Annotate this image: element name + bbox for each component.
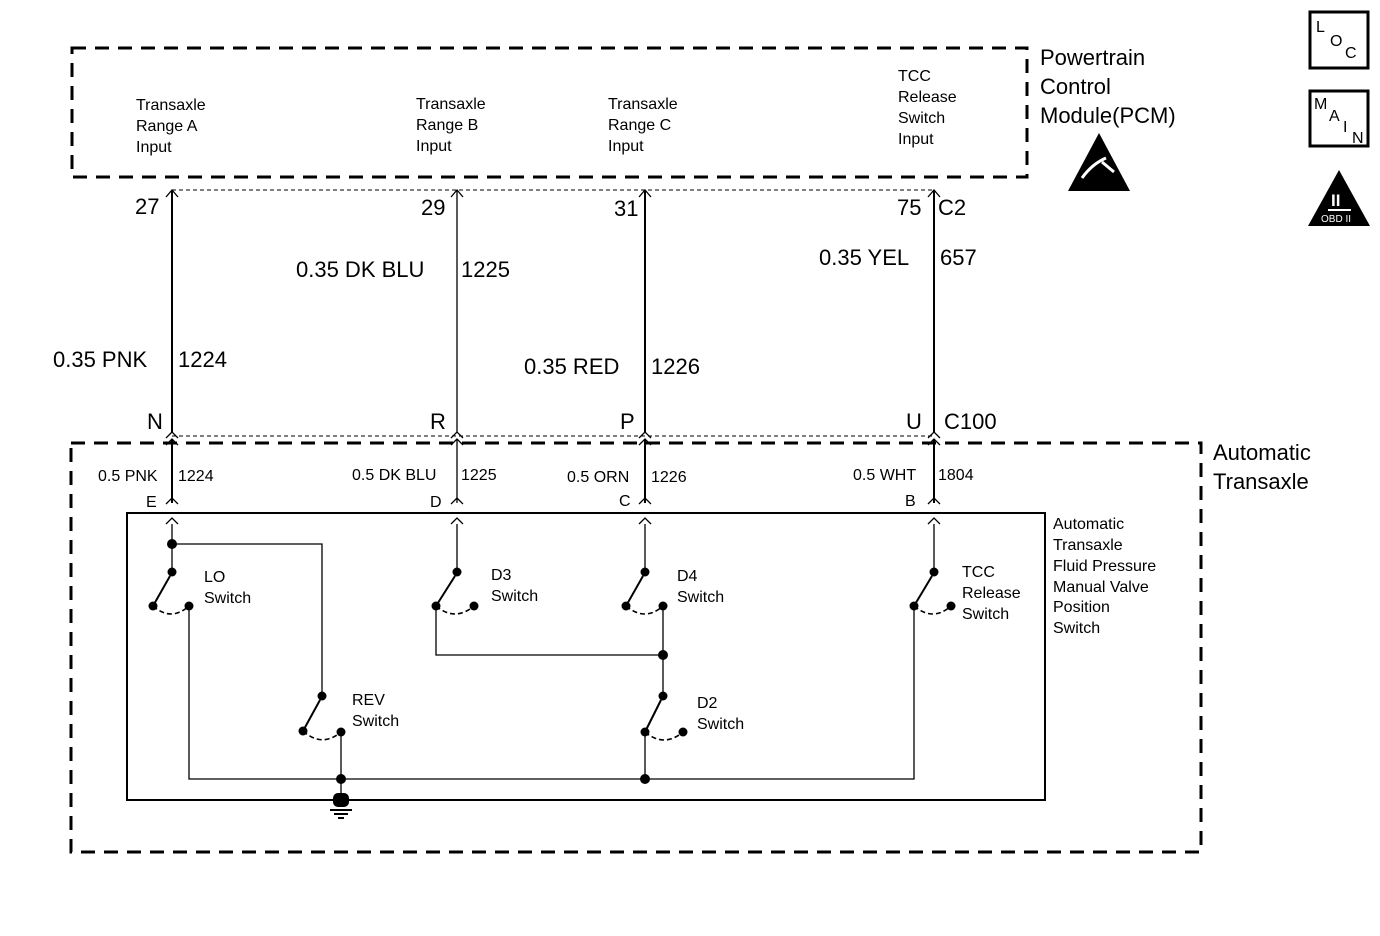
wire-1225-harness: 29 0.35 DK BLU 1225 — [296, 190, 510, 432]
svg-text:TCC Release Sw: TCC Release Switch — [962, 564, 1025, 623]
tcc-release-switch: TCC Release Switch — [909, 564, 1025, 623]
svg-text:L: L — [1316, 19, 1325, 36]
automatic-transaxle: Automatic Transaxle 0.5 PNK 1224 E 0.5 D… — [69, 439, 1317, 854]
trans-wire-color-pnk: 0.5 PNK — [98, 468, 158, 485]
pcm-input-range-c: Transaxle Range C Input — [608, 96, 682, 155]
svg-text:II: II — [1331, 191, 1340, 210]
pcm-module: Powertrain Control Module(PCM) Transaxle… — [70, 45, 1176, 191]
switch-pin-b: B — [905, 493, 916, 510]
svg-text:I: I — [1343, 119, 1347, 136]
transaxle-title: Automatic Transaxle — [1213, 440, 1317, 494]
switch-assembly-border — [126, 512, 1046, 801]
rev-switch: REV Switch — [298, 691, 399, 741]
pcm-input-range-a: Transaxle Range A Input — [136, 97, 210, 156]
svg-text:REV Switch: REV Switch — [352, 692, 399, 730]
d3-switch: D3 Switch — [431, 567, 538, 615]
main-icon: M A I N — [1308, 89, 1370, 148]
d4-switch: D4 Switch — [621, 567, 724, 615]
svg-text:C: C — [1345, 45, 1357, 62]
svg-text:D3 Switch: D3 Switch — [491, 567, 538, 605]
svg-text:OBD II: OBD II — [1321, 214, 1351, 225]
svg-text:LO Switch: LO Switch — [204, 569, 251, 607]
switch-pin-d: D — [430, 494, 442, 511]
trans-wire-color-wht: 0.5 WHT — [853, 467, 916, 484]
pcm-title: Powertrain Control Module(PCM) — [1040, 45, 1176, 128]
wire-1226-harness: 31 0.35 RED 1226 — [524, 190, 700, 432]
trans-circuit-1804: 1804 — [938, 467, 974, 484]
lo-switch: LO Switch — [148, 567, 251, 615]
wire-color-yel: 0.35 YEL — [819, 245, 909, 270]
c100-pin-u: U — [906, 409, 922, 434]
c100-pin-p: P — [620, 409, 635, 434]
svg-text:D2 Switch: D2 Switch — [697, 695, 744, 733]
ground-icon — [330, 793, 352, 819]
trans-wire-color-dk-blu: 0.5 DK BLU — [352, 467, 436, 484]
switch-pin-c: C — [619, 493, 631, 510]
pcm-input-tcc: TCC Release Switch Input — [898, 68, 961, 148]
svg-text:A: A — [1329, 108, 1340, 125]
c100-pin-n: N — [147, 409, 163, 434]
svg-text:M: M — [1314, 96, 1327, 113]
pcm-pin-31: 31 — [614, 196, 638, 221]
wire-color-red: 0.35 RED — [524, 354, 619, 379]
pcm-input-range-b: Transaxle Range B Input — [416, 96, 490, 155]
svg-text:O: O — [1330, 33, 1342, 50]
trans-wire-color-orn: 0.5 ORN — [567, 469, 629, 486]
pcm-pin-29: 29 — [421, 195, 445, 220]
wire-1224-harness: 27 0.35 PNK 1224 — [53, 190, 227, 432]
svg-text:D4 Switch: D4 Switch — [677, 568, 724, 606]
circuit-657: 657 — [940, 245, 977, 270]
pcm-pin-27: 27 — [135, 194, 159, 219]
wire-657-harness: 75 0.35 YEL 657 — [819, 190, 977, 432]
pcm-connector-c2: C2 — [165, 189, 966, 220]
pcm-pin-75: 75 — [897, 195, 921, 220]
obd-ii-icon: II OBD II — [1308, 170, 1370, 226]
fluid-pressure-switch-assembly: Automatic Transaxle Fluid Pressure Manua… — [126, 512, 1161, 819]
c100-label: C100 — [944, 409, 997, 434]
esd-sensitive-icon — [1068, 133, 1130, 191]
svg-text:N: N — [1352, 130, 1364, 147]
d2-switch: D2 Switch — [640, 691, 744, 741]
wire-color-dk-blu: 0.35 DK BLU — [296, 257, 424, 282]
circuit-1226: 1226 — [651, 354, 700, 379]
switch-pin-e: E — [146, 494, 157, 511]
circuit-1225: 1225 — [461, 257, 510, 282]
wire-color-pnk: 0.35 PNK — [53, 347, 147, 372]
switch-assembly-label: Automatic Transaxle Fluid Pressure Manua… — [1053, 516, 1161, 637]
transaxle-dashed-border — [69, 441, 1203, 854]
pcm-connector-label: C2 — [938, 195, 966, 220]
c100-connector: N R P U C100 — [147, 409, 997, 446]
trans-circuit-1225: 1225 — [461, 467, 497, 484]
c100-pin-r: R — [430, 409, 446, 434]
circuit-1224: 1224 — [178, 347, 227, 372]
pcm-dashed-border — [70, 46, 1029, 179]
trans-circuit-1226: 1226 — [651, 469, 687, 486]
trans-circuit-1224: 1224 — [178, 468, 214, 485]
loc-icon: L O C — [1308, 10, 1370, 70]
